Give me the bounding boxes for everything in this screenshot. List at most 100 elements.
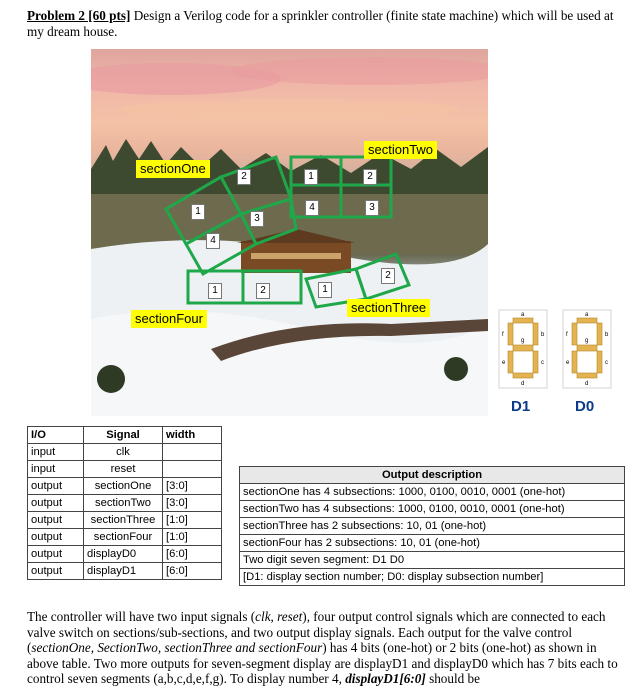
output-description-cell: sectionFour has 2 subsections: 10, 01 (o… <box>239 534 625 552</box>
subsection-number: 3 <box>250 211 264 227</box>
problem-title: Problem 2 [60 pts] <box>27 8 131 23</box>
io-cell: input <box>27 460 84 478</box>
io-cell: output <box>27 545 84 563</box>
output-description-cell: sectionTwo has 4 subsections: 1000, 0100… <box>239 500 625 518</box>
output-description-cell: Two digit seven segment: D1 D0 <box>239 551 625 569</box>
subsection-number: 2 <box>381 268 395 284</box>
section-four-label: sectionFour <box>131 310 207 328</box>
table-row: [D1: display section number; D0: display… <box>239 568 625 586</box>
signal-cell: reset <box>83 460 163 478</box>
paragraph-text: The controller will have two input signa… <box>27 609 256 624</box>
section-one-label: sectionOne <box>136 160 210 178</box>
reset-signal-name: reset <box>277 609 303 624</box>
signal-cell: displayD0 <box>83 545 163 563</box>
subsection-number: 1 <box>304 169 318 185</box>
subsection-number: 2 <box>363 169 377 185</box>
paragraph-text: ), four output control signals which are… <box>27 609 606 656</box>
section-signal-names: sectionOne, SectionTwo, sectionThree and… <box>31 640 323 656</box>
table-row: Two digit seven segment: D1 D0 <box>239 551 625 569</box>
subsection-number: 1 <box>208 283 222 299</box>
signal-cell: clk <box>83 443 163 461</box>
paragraph-text: ) has 4 bits (one-hot) or 2 bits (one-ho… <box>27 640 618 687</box>
subsection-number: 2 <box>237 169 251 185</box>
section-three-label: sectionThree <box>347 299 431 317</box>
seven-segment-digit-d1 <box>498 309 548 389</box>
width-cell: [1:0] <box>162 511 222 529</box>
width-cell: [1:0] <box>162 528 222 546</box>
svg-text:b: b <box>605 332 609 338</box>
width-cell: [6:0] <box>162 545 222 563</box>
subsection-number: 1 <box>191 204 205 220</box>
table-row: sectionTwo has 4 subsections: 1000, 0100… <box>239 500 625 518</box>
signal-cell: sectionOne <box>83 477 163 495</box>
output-description-cell: sectionThree has 2 subsections: 10, 01 (… <box>239 517 625 535</box>
io-header: I/O <box>27 426 84 444</box>
table-row: output sectionThree [1:0] <box>27 511 222 529</box>
display-d1-label: D1 <box>511 398 531 415</box>
io-signal-table: I/O Signal width input clk input reset o… <box>27 426 222 580</box>
width-cell <box>162 460 222 478</box>
section-two-label: sectionTwo <box>364 141 438 159</box>
svg-text:c: c <box>541 360 544 366</box>
photo-illustration <box>91 57 488 416</box>
width-header: width <box>162 426 222 444</box>
subsection-number: 4 <box>206 233 220 249</box>
clk-signal-name: clk <box>255 609 271 624</box>
seven-segment-displays: a b c d e f g a b c d e f g D1 D0 <box>491 306 619 418</box>
output-table-header-row: Output description <box>239 466 625 484</box>
paragraph-text: should be <box>425 671 480 687</box>
width-cell <box>162 443 222 461</box>
display-d0-label: D0 <box>575 398 595 415</box>
io-cell: output <box>27 528 84 546</box>
problem-statement: Problem 2 [60 pts] Design a Verilog code… <box>27 8 627 40</box>
svg-text:f: f <box>566 332 568 338</box>
table-row: sectionThree has 2 subsections: 10, 01 (… <box>239 517 625 535</box>
subsection-number: 4 <box>305 200 319 216</box>
io-cell: output <box>27 477 84 495</box>
io-cell: input <box>27 443 84 461</box>
subsection-number: 2 <box>256 283 270 299</box>
problem-intro-text: Design a Verilog code for a sprinkler co… <box>27 8 614 39</box>
io-table-header-row: I/O Signal width <box>27 426 222 444</box>
description-paragraph: The controller will have two input signa… <box>27 609 627 687</box>
output-description-cell: sectionOne has 4 subsections: 1000, 0100… <box>239 483 625 501</box>
seven-segment-digit-d0 <box>562 309 612 389</box>
house-aerial-photo: sectionOne sectionTwo sectionThree secti… <box>91 49 488 416</box>
svg-text:f: f <box>502 332 504 338</box>
io-cell: output <box>27 494 84 512</box>
svg-text:d: d <box>585 381 588 387</box>
seven-segment-diagram: a b c d e f g a b c d e f g <box>498 309 612 389</box>
width-cell: [6:0] <box>162 562 222 580</box>
signal-header: Signal <box>83 426 163 444</box>
io-cell: output <box>27 562 84 580</box>
io-cell: output <box>27 511 84 529</box>
svg-text:g: g <box>585 338 588 344</box>
signal-cell: sectionFour <box>83 528 163 546</box>
svg-text:a: a <box>585 312 589 318</box>
seven-segment-letters-d0: a b c d e f g <box>566 312 609 387</box>
width-cell: [3:0] <box>162 494 222 512</box>
table-row: output sectionOne [3:0] <box>27 477 222 495</box>
svg-text:e: e <box>502 360 506 366</box>
table-row: input reset <box>27 460 222 478</box>
signal-cell: displayD1 <box>83 562 163 580</box>
svg-text:e: e <box>566 360 570 366</box>
width-cell: [3:0] <box>162 477 222 495</box>
svg-text:c: c <box>605 360 608 366</box>
table-row: input clk <box>27 443 222 461</box>
svg-text:g: g <box>521 338 524 344</box>
table-row: sectionOne has 4 subsections: 1000, 0100… <box>239 483 625 501</box>
table-row: output displayD1 [6:0] <box>27 562 222 580</box>
paragraph-text: , <box>270 609 278 624</box>
display-d1-signal: displayD1[6:0] <box>345 671 426 687</box>
svg-text:a: a <box>521 312 525 318</box>
signal-cell: sectionThree <box>83 511 163 529</box>
table-row: output sectionTwo [3:0] <box>27 494 222 512</box>
svg-text:d: d <box>521 381 524 387</box>
seven-segment-letters-d1: a b c d e f g <box>502 312 545 387</box>
subsection-number: 1 <box>318 282 332 298</box>
table-row: output sectionFour [1:0] <box>27 528 222 546</box>
output-description-cell: [D1: display section number; D0: display… <box>239 568 625 586</box>
table-row: sectionFour has 2 subsections: 10, 01 (o… <box>239 534 625 552</box>
table-row: output displayD0 [6:0] <box>27 545 222 563</box>
